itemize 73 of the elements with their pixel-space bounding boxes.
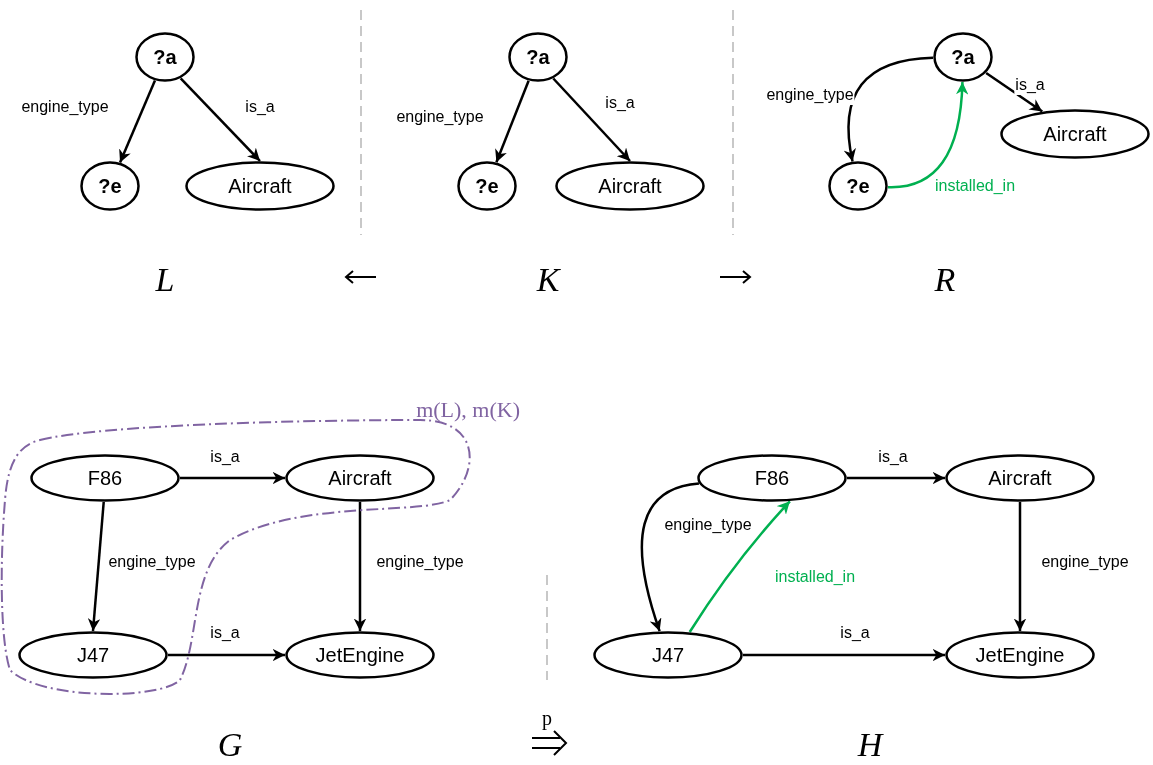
- region-label: m(L), m(K): [416, 396, 520, 424]
- arrow: [688, 500, 791, 633]
- edge-label: is_a: [1014, 75, 1046, 95]
- caption-label: K: [536, 263, 560, 297]
- ellipse-node: [593, 631, 743, 679]
- arrow: [1013, 502, 1027, 631]
- edge-label: installed_in: [773, 567, 857, 587]
- ellipse-node: [30, 454, 180, 502]
- node-label: F86: [754, 466, 790, 491]
- ellipse-node: [933, 32, 993, 82]
- arrow: [179, 77, 261, 162]
- edge-label: engine_type: [1040, 552, 1130, 572]
- edge-label: is_a: [209, 447, 241, 467]
- node-label: ?e: [98, 174, 122, 199]
- ellipse-node: [508, 32, 568, 82]
- arrow: [180, 471, 285, 485]
- arrow: [552, 77, 631, 162]
- caption-label: R: [934, 263, 956, 297]
- arrow: [353, 502, 367, 631]
- arrow: [495, 80, 530, 163]
- caption-label: p: [542, 708, 552, 728]
- node-label: Aircraft: [988, 466, 1052, 491]
- edge-label: is_a: [839, 623, 871, 643]
- edge-label: is_a: [604, 93, 636, 113]
- ellipse-node: [80, 161, 140, 211]
- node-label: JetEngine: [975, 643, 1065, 668]
- caption-label: L: [155, 263, 175, 297]
- arrow: [847, 471, 945, 485]
- edge-label: is_a: [244, 97, 276, 117]
- edge-label: engine_type: [395, 107, 485, 127]
- arrow: [118, 80, 157, 163]
- ellipse-node: [457, 161, 517, 211]
- node-label: JetEngine: [315, 643, 405, 668]
- edge-label: engine_type: [20, 97, 110, 117]
- node-label: ?e: [475, 174, 499, 199]
- arrow: [985, 71, 1043, 113]
- ellipse-node: [945, 631, 1095, 679]
- ellipse-node: [285, 454, 435, 502]
- edge-label: installed_in: [933, 176, 1017, 196]
- node-label: ?e: [846, 174, 870, 199]
- edge-label: engine_type: [107, 552, 197, 572]
- edge-label: is_a: [877, 447, 909, 467]
- arrow: [743, 648, 945, 662]
- node-label: F86: [87, 466, 123, 491]
- ellipse-node: [697, 454, 847, 502]
- ellipse-node: [555, 161, 705, 211]
- edge-label: engine_type: [375, 552, 465, 572]
- caption-label: H: [857, 728, 883, 762]
- caption-label: G: [217, 728, 243, 762]
- ellipse-node: [1000, 109, 1150, 159]
- node-label: J47: [76, 643, 110, 668]
- ellipse-node: [828, 161, 888, 211]
- arrow: [168, 648, 285, 662]
- edge-label: engine_type: [663, 515, 753, 535]
- node-label: ?a: [153, 45, 177, 70]
- arrow: [640, 482, 700, 632]
- ellipse-node: [18, 631, 168, 679]
- arrow: [87, 501, 105, 632]
- node-label: Aircraft: [598, 174, 662, 199]
- node-label: J47: [651, 643, 685, 668]
- ellipse-node: [285, 631, 435, 679]
- ellipse-node: [185, 161, 335, 211]
- node-label: Aircraft: [328, 466, 392, 491]
- arrow: [844, 56, 934, 162]
- arrow: [887, 81, 969, 189]
- ellipse-node: [135, 32, 195, 82]
- node-label: ?a: [951, 45, 975, 70]
- ellipse-node: [945, 454, 1095, 502]
- node-label: ?a: [526, 45, 550, 70]
- edge-label: engine_type: [765, 85, 855, 105]
- node-label: Aircraft: [1043, 122, 1107, 147]
- edge-label: is_a: [209, 623, 241, 643]
- node-label: Aircraft: [228, 174, 292, 199]
